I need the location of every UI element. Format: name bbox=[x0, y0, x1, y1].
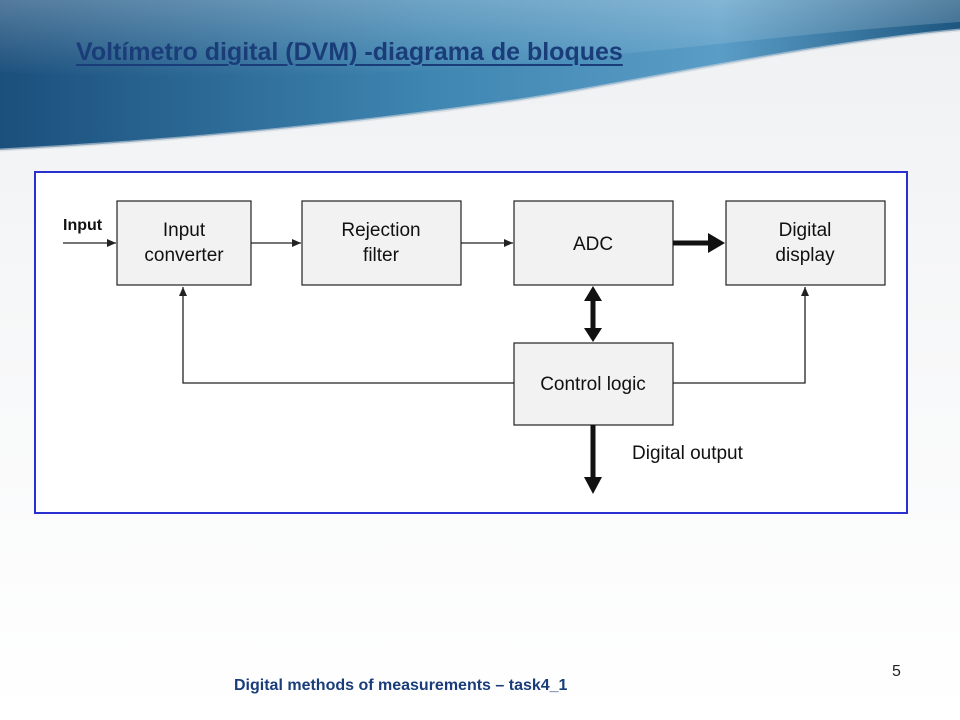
arrow-adc-control-bidirectional bbox=[584, 286, 602, 342]
slide-title: Voltímetro digital (DVM) -diagrama de bl… bbox=[76, 38, 623, 66]
arrow-digital-output bbox=[584, 425, 602, 494]
digital-output-label: Digital output bbox=[632, 443, 744, 464]
block-diagram-frame: Input Input converter Rejection filter A… bbox=[34, 171, 908, 514]
svg-text:Digital: Digital bbox=[779, 220, 832, 241]
block-adc: ADC bbox=[513, 200, 674, 286]
block-digital-display: Digital display bbox=[725, 200, 886, 286]
svg-text:Control logic: Control logic bbox=[540, 374, 646, 395]
arrow-control-to-converter bbox=[179, 287, 514, 384]
svg-text:converter: converter bbox=[144, 245, 224, 266]
input-label: Input bbox=[63, 217, 103, 234]
arrow-control-to-display bbox=[673, 287, 809, 384]
svg-text:Input: Input bbox=[163, 220, 206, 241]
arrow-adc-to-display bbox=[673, 233, 725, 253]
block-control-logic: Control logic bbox=[513, 342, 674, 426]
svg-text:display: display bbox=[775, 245, 835, 266]
block-rejection-filter: Rejection filter bbox=[301, 200, 462, 286]
svg-text:filter: filter bbox=[363, 245, 400, 266]
block-input-converter: Input converter bbox=[116, 200, 252, 286]
slide-footer: Digital methods of measurements – task4_… bbox=[234, 677, 568, 694]
svg-text:ADC: ADC bbox=[573, 234, 613, 255]
block-diagram: Input Input converter Rejection filter A… bbox=[63, 200, 886, 494]
header-banner bbox=[0, 0, 960, 152]
page-number: 5 bbox=[892, 663, 901, 680]
svg-text:Rejection: Rejection bbox=[341, 220, 420, 241]
